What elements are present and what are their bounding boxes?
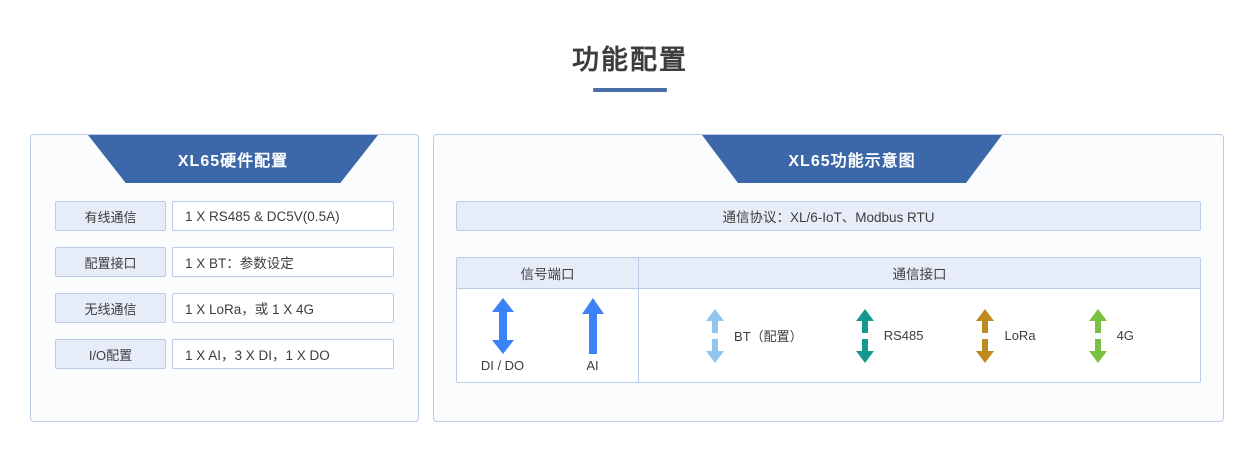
double-arrow-icon [1088, 308, 1108, 363]
function-diagram-card: XL65功能示意图 通信协议：XL/6-IoT、Modbus RTU 信号端口 … [433, 134, 1224, 422]
comm-port-item-bt: BT（配置） [705, 308, 803, 363]
double-arrow-icon [975, 308, 995, 363]
comm-port-label: LoRa [1004, 328, 1036, 343]
spec-value: 1 X LoRa，或 1 X 4G [172, 293, 394, 323]
signal-port-item-di-do: DI / DO [471, 298, 535, 373]
comm-port-item-4g: 4G [1088, 308, 1134, 363]
spec-key: 配置接口 [55, 247, 166, 277]
table-row: I/O配置 1 X AI，3 X DI，1 X DO [55, 339, 394, 369]
table-row: 无线通信 1 X LoRa，或 1 X 4G [55, 293, 394, 323]
port-diagram-body-row: DI / DO AI [457, 289, 1200, 382]
comm-port-item-lora: LoRa [975, 308, 1036, 363]
signal-port-cell: DI / DO AI [457, 289, 639, 382]
signal-port-label: DI / DO [480, 358, 525, 373]
port-diagram-table: 信号端口 通信接口 DI / DO [456, 257, 1201, 383]
spec-value: 1 X AI，3 X DI，1 X DO [172, 339, 394, 369]
comm-port-item-rs485: RS485 [855, 308, 924, 363]
comm-port-header: 通信接口 [892, 267, 947, 282]
table-row: 有线通信 1 X RS485 & DC5V(0.5A) [55, 201, 394, 231]
page-title-section: 功能配置 [0, 0, 1260, 92]
table-row: 配置接口 1 X BT：参数设定 [55, 247, 394, 277]
hardware-config-banner: XL65硬件配置 [88, 135, 378, 183]
function-diagram-banner-title: XL65功能示意图 [788, 153, 916, 170]
cards-container: XL65硬件配置 有线通信 1 X RS485 & DC5V(0.5A) 配置接… [30, 134, 1230, 422]
hardware-spec-table: 有线通信 1 X RS485 & DC5V(0.5A) 配置接口 1 X BT：… [55, 201, 394, 369]
comm-port-label: BT（配置） [734, 329, 803, 344]
double-arrow-icon [490, 298, 516, 354]
signal-port-label: AI [586, 358, 599, 373]
double-arrow-icon [705, 308, 725, 363]
comm-port-cell: BT（配置） RS485 [639, 289, 1200, 382]
up-arrow-icon [580, 298, 606, 354]
spec-value: 1 X BT：参数设定 [172, 247, 394, 277]
spec-key: 无线通信 [55, 293, 166, 323]
signal-port-item-ai: AI [561, 298, 625, 373]
function-diagram-banner: XL65功能示意图 [702, 135, 1002, 183]
spec-key: 有线通信 [55, 201, 166, 231]
title-underline [593, 87, 667, 92]
comm-port-label: 4G [1116, 328, 1134, 343]
spec-key: I/O配置 [55, 339, 166, 369]
protocol-bar: 通信协议：XL/6-IoT、Modbus RTU [456, 201, 1201, 231]
port-diagram-header-row: 信号端口 通信接口 [457, 258, 1200, 289]
comm-port-label: RS485 [883, 328, 924, 343]
double-arrow-icon [855, 308, 875, 363]
hardware-config-banner-title: XL65硬件配置 [177, 153, 289, 170]
signal-port-header: 信号端口 [457, 258, 639, 288]
page-title: 功能配置 [572, 45, 688, 75]
spec-value: 1 X RS485 & DC5V(0.5A) [172, 201, 394, 231]
hardware-config-card: XL65硬件配置 有线通信 1 X RS485 & DC5V(0.5A) 配置接… [30, 134, 419, 422]
